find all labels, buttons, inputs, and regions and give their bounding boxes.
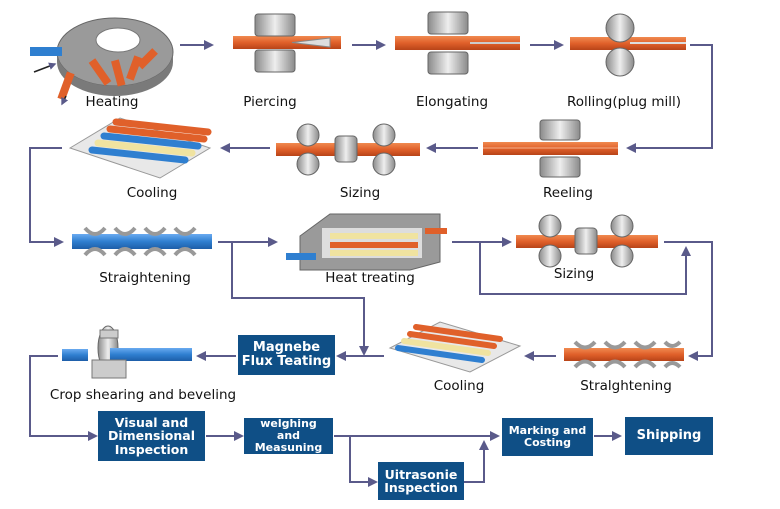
label-heat-treating: Heat treating: [325, 270, 415, 286]
label-rolling: Rolling(plug mill): [566, 94, 682, 110]
marking-coating-text: Marking and Costing: [508, 424, 587, 449]
label-piercing: Piercing: [243, 94, 297, 110]
weighing-measuring-text: welghing and Measuning: [254, 417, 323, 454]
straightening-illustration-2: [564, 340, 684, 369]
sizing-illustration-1: [276, 123, 420, 176]
label-heating: Heating: [85, 94, 139, 110]
heating-furnace-illustration: [30, 17, 174, 106]
label-sizing-2: Sizing: [553, 266, 595, 282]
magnetic-flux-testing-text: Magnebe Flux Teating: [241, 339, 332, 369]
marking-coating-box: Marking and Costing: [502, 418, 593, 456]
label-straightening-1: Straightening: [99, 270, 191, 286]
label-straightening-2: Stralghtening: [580, 378, 672, 394]
ultrasonic-inspection-text: Uitrasonie Inspection: [384, 466, 458, 495]
piercing-illustration: [233, 13, 341, 73]
label-cooling-2: Cooling: [433, 378, 485, 394]
rolling-illustration: [570, 13, 686, 77]
magnetic-flux-testing-box: Magnebe Flux Teating: [238, 335, 335, 375]
label-crop-shearing: Crop shearing and beveling: [49, 387, 237, 403]
shipping-text: Shipping: [636, 427, 702, 443]
sizing-illustration-2: [516, 214, 658, 268]
flow-arrows: [29, 40, 713, 487]
visual-dimensional-inspection-box: Visual and Dimensional Inspection: [98, 411, 205, 461]
label-reeling: Reeling: [542, 185, 594, 201]
shipping-box: Shipping: [625, 417, 713, 455]
cooling-bed-illustration-2: [388, 321, 522, 373]
crop-shearing-illustration: [62, 325, 192, 379]
cooling-bed-illustration: [68, 117, 212, 179]
label-cooling-1: Cooling: [126, 185, 178, 201]
reeling-illustration: [483, 119, 618, 178]
straightening-illustration-1: [72, 226, 212, 257]
weighing-measuring-box: welghing and Measuning: [244, 418, 333, 454]
label-elongating: Elongating: [415, 94, 489, 110]
visual-dimensional-inspection-text: Visual and Dimensional Inspection: [108, 414, 195, 457]
elongating-illustration: [395, 11, 520, 75]
ultrasonic-inspection-box: Uitrasonie Inspection: [378, 462, 464, 500]
label-sizing-1: Sizing: [339, 185, 381, 201]
heat-treating-illustration: [286, 213, 447, 271]
